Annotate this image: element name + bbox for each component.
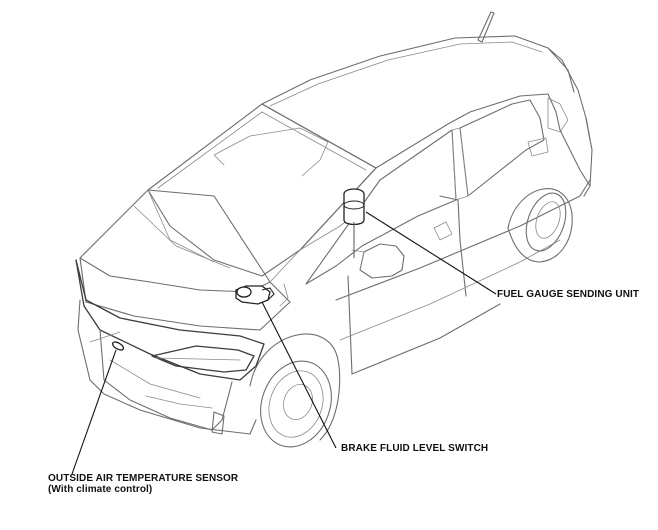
rear-wheel xyxy=(507,188,573,263)
fuel-gauge-leader xyxy=(365,211,497,295)
windshield xyxy=(147,103,377,277)
antenna xyxy=(477,11,495,43)
outside-air-leader xyxy=(71,349,117,475)
side-windows xyxy=(299,93,569,285)
front-wheel xyxy=(249,333,341,448)
brake-fluid-callout: BRAKE FLUID LEVEL SWITCH xyxy=(341,443,489,454)
car-body-side xyxy=(335,117,593,375)
fuel-gauge-sending-unit-icon xyxy=(343,188,365,258)
outside-air-note: (With climate control) xyxy=(48,484,153,495)
brake-fluid-leader xyxy=(261,301,337,449)
hood xyxy=(79,189,291,331)
fuel-gauge-callout: FUEL GAUGE SENDING UNIT xyxy=(497,289,640,300)
outside-air-temperature-sensor-icon xyxy=(111,341,125,351)
front-bumper xyxy=(103,393,257,435)
leader-lines xyxy=(71,211,497,475)
outside-air-callout: OUTSIDE AIR TEMPERATURE SENSOR xyxy=(48,473,239,484)
brake-fluid-level-switch-icon xyxy=(235,285,275,305)
side-mirror xyxy=(351,243,405,279)
front-fascia xyxy=(75,259,265,435)
